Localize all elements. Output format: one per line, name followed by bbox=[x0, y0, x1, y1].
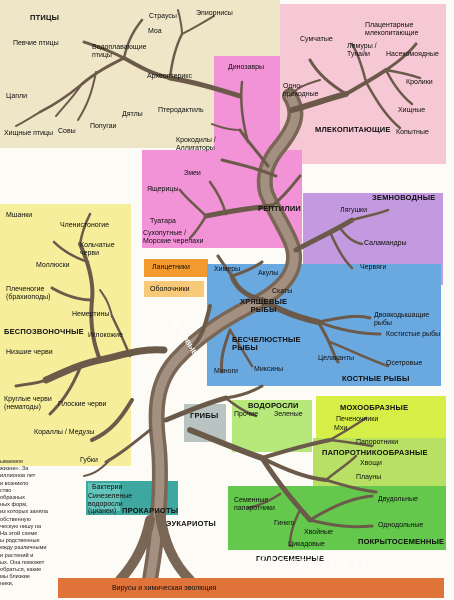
panel-mosses bbox=[316, 396, 446, 438]
label-bryophytes: МОХООБРАЗНЫЕ bbox=[340, 403, 409, 412]
label-rays: Скаты bbox=[272, 288, 293, 295]
label-ostriches: Страусы bbox=[149, 13, 177, 20]
label-nemerteans: Немертины bbox=[72, 311, 110, 318]
label-lizards: Ящерицы bbox=[147, 186, 179, 193]
watermark: Postila.ru bbox=[258, 548, 367, 577]
label-tunicates: Оболочники bbox=[150, 286, 190, 293]
label-rabbits: Кролики bbox=[406, 79, 433, 86]
label-owls: Совы bbox=[58, 128, 76, 135]
label-corals: Кораллы / Медузы bbox=[34, 429, 95, 436]
panel-lancelets bbox=[144, 259, 208, 277]
label-eukaryotes: ЭУКАРИОТЫ bbox=[166, 519, 216, 528]
panel-algae bbox=[232, 400, 312, 452]
label-algae: ВОДОРОСЛИ bbox=[248, 401, 299, 410]
caption-text: ываемое жизни». За иллионов лет и возник… bbox=[0, 459, 49, 589]
label-prokaryotes: ПРОКАРИОТЫ bbox=[122, 506, 179, 515]
label-amphibians: ЗЕМНОВОДНЫЕ bbox=[372, 193, 436, 202]
label-mollusks: Моллюски bbox=[36, 262, 70, 269]
label-lungfish: Двоякодышащие рыбы bbox=[374, 312, 430, 327]
panel-seed-plants bbox=[228, 486, 446, 550]
label-ungulates: Копытные bbox=[396, 129, 429, 136]
label-snakes: Змеи bbox=[184, 170, 201, 177]
label-ginkgo: Гинкго bbox=[274, 520, 295, 527]
label-reptiles: РЕПТИЛИИ bbox=[258, 204, 302, 213]
label-invertebrates: БЕСПОЗВОНОЧНЫЕ bbox=[4, 327, 84, 336]
label-sturgeons: Осетровые bbox=[386, 360, 423, 367]
label-chimaeras: Химеры bbox=[214, 266, 241, 273]
label-turtles: Сухопутные / Морские черепахи bbox=[143, 230, 204, 245]
ground-bar bbox=[58, 578, 444, 598]
label-brachiopods: Плеченогие (брахиоподы) bbox=[6, 286, 51, 301]
label-raptors: Хищные птицы bbox=[4, 130, 54, 137]
label-liverworts: Печеночники bbox=[336, 416, 379, 423]
label-fungi: ГРИБЫ bbox=[190, 411, 219, 420]
label-dinosaurs: Динозавры bbox=[228, 64, 265, 71]
label-echinoderms: Иглокожие bbox=[88, 332, 123, 339]
label-birds: ПТИЦЫ bbox=[30, 13, 60, 22]
label-sponges: Губки bbox=[80, 457, 98, 464]
label-hagfish: Миксины bbox=[254, 366, 284, 373]
label-lampreys: Миноги bbox=[214, 368, 238, 375]
label-monocots: Однодольные bbox=[378, 522, 424, 529]
label-lemurs: Лемуры / Тупайи bbox=[347, 43, 377, 58]
label-flatworms: Плоские черви bbox=[58, 401, 107, 408]
label-insectivores: Насекомоядные bbox=[386, 51, 439, 58]
label-frogs: Лягушки bbox=[340, 207, 368, 214]
label-dicots: Двудольные bbox=[378, 496, 418, 503]
panel-ferns bbox=[313, 438, 446, 486]
label-woodpeckers: Дятлы bbox=[122, 111, 143, 118]
label-annelids: Кольчатые черви bbox=[80, 242, 115, 257]
label-roundworms: Круглые черви (нематоды) bbox=[4, 396, 52, 411]
label-cyanobacteria: Синезеленые водоросли (цианеи) bbox=[88, 493, 133, 515]
label-pterodactyl: Птеродактиль bbox=[158, 107, 204, 114]
label-jawless-fish: БЕСЧЕЛЮСТНЫЕ РЫБЫ bbox=[232, 335, 301, 352]
label-placentals: Плацентарные млекопитающие bbox=[365, 22, 419, 37]
label-parrots: Попугаи bbox=[90, 123, 117, 130]
label-green-algae: Зеленые bbox=[274, 411, 303, 418]
label-angiosperms: ПОКРЫТОСЕМЕННЫЕ bbox=[358, 537, 445, 546]
panel-tunicates bbox=[144, 281, 204, 297]
label-mammals: МЛЕКОПИТАЮЩИЕ bbox=[315, 125, 391, 134]
label-salamanders: Саламандры bbox=[364, 240, 407, 247]
label-seed-ferns: Семенные папоротники bbox=[234, 497, 275, 512]
label-cycads: Цикадовые bbox=[288, 541, 325, 548]
label-bony-fish-class: Костистые рыбы bbox=[386, 331, 441, 338]
label-moa: Моа bbox=[148, 28, 162, 35]
label-ferns: Папоротники bbox=[356, 439, 399, 446]
panel-invertebrates bbox=[0, 204, 131, 466]
label-bacteria: Бактерии bbox=[92, 484, 123, 491]
label-club-mosses: Плауны bbox=[356, 474, 382, 481]
panel-cyanobacteria bbox=[88, 483, 120, 511]
label-lancelets: Ланцетники bbox=[152, 264, 190, 271]
label-brown-algae: Прочие bbox=[234, 411, 259, 418]
label-conifers: Хвойные bbox=[304, 529, 333, 536]
label-cartilaginous-fish: ХРЯЩЕВЫЕ РЫБЫ bbox=[240, 297, 288, 314]
label-sponges-mshanki: Мшанки bbox=[6, 212, 33, 219]
label-lower-worms: Низшие черви bbox=[6, 349, 53, 356]
label-bony-fish: КОСТНЫЕ РЫБЫ bbox=[342, 374, 410, 383]
label-carnivores: Хищные bbox=[398, 107, 426, 114]
label-viruses: Вирусы и химическая эволюция bbox=[112, 585, 217, 592]
label-pteridophytes: ПАПОРОТНИКООБРАЗНЫЕ bbox=[322, 448, 428, 457]
label-waterfowl: Водоплавающие птицы bbox=[92, 44, 147, 59]
label-sharks: Акулы bbox=[258, 270, 279, 277]
label-horsetails: Хвощи bbox=[360, 460, 382, 467]
label-tuatara: Туатара bbox=[150, 218, 176, 225]
label-diving-birds: Певчие птицы bbox=[13, 40, 59, 47]
label-arthropods: Членистоногие bbox=[60, 222, 110, 229]
label-penguins: Эпиорнисы bbox=[196, 10, 233, 17]
label-herons: Цапли bbox=[6, 93, 28, 100]
label-archaeopteryx: Археоптерикс bbox=[147, 73, 192, 80]
label-coelacanths: Целаканты bbox=[318, 355, 355, 362]
label-mosses: Мхи bbox=[334, 425, 348, 432]
label-caecilians: Червяги bbox=[360, 264, 387, 271]
label-gymnosperms: ГОЛОСЕМЕННЫЕ bbox=[256, 554, 325, 563]
label-monotremes: Одно- проходные bbox=[283, 83, 319, 98]
label-crocodiles: Крокодилы / Аллигаторы bbox=[176, 137, 216, 152]
label-marsupials: Сумчатые bbox=[300, 36, 333, 43]
